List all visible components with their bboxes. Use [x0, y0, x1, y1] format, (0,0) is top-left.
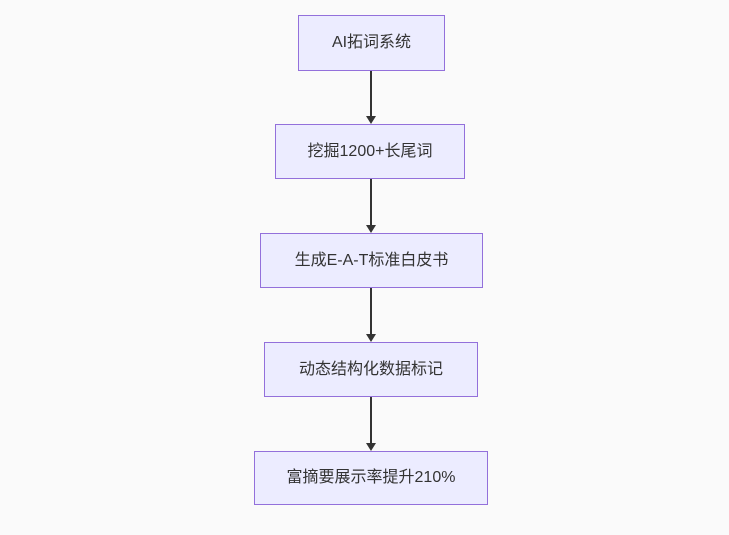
node-label: 富摘要展示率提升210%	[286, 469, 456, 486]
arrow-line	[370, 71, 372, 119]
node-label: 生成E-A-T标准白皮书	[294, 251, 449, 269]
node-label: 挖掘1200+长尾词	[307, 142, 433, 160]
arrow-head-icon	[366, 225, 376, 233]
flow-arrow	[366, 71, 376, 124]
flow-arrow	[366, 179, 376, 233]
arrow-head-icon	[366, 443, 376, 451]
arrow-line	[370, 288, 372, 337]
arrow-head-icon	[366, 116, 376, 124]
flowchart-node-longtail-mining: 挖掘1200+长尾词	[275, 124, 465, 179]
node-label: 动态结构化数据标记	[298, 360, 443, 378]
flowchart-node-structured-data: 动态结构化数据标记	[264, 342, 478, 397]
arrow-line	[370, 179, 372, 228]
flow-arrow	[366, 288, 376, 342]
flow-arrow	[366, 397, 376, 451]
flowchart-node-ai-system: AI拓词系统	[298, 15, 445, 71]
arrow-head-icon	[366, 334, 376, 342]
node-label: AI拓词系统	[331, 34, 412, 51]
flowchart-node-eat-whitepaper: 生成E-A-T标准白皮书	[260, 233, 483, 288]
arrow-line	[370, 397, 372, 446]
flowchart-node-rich-snippet-result: 富摘要展示率提升210%	[254, 451, 488, 505]
